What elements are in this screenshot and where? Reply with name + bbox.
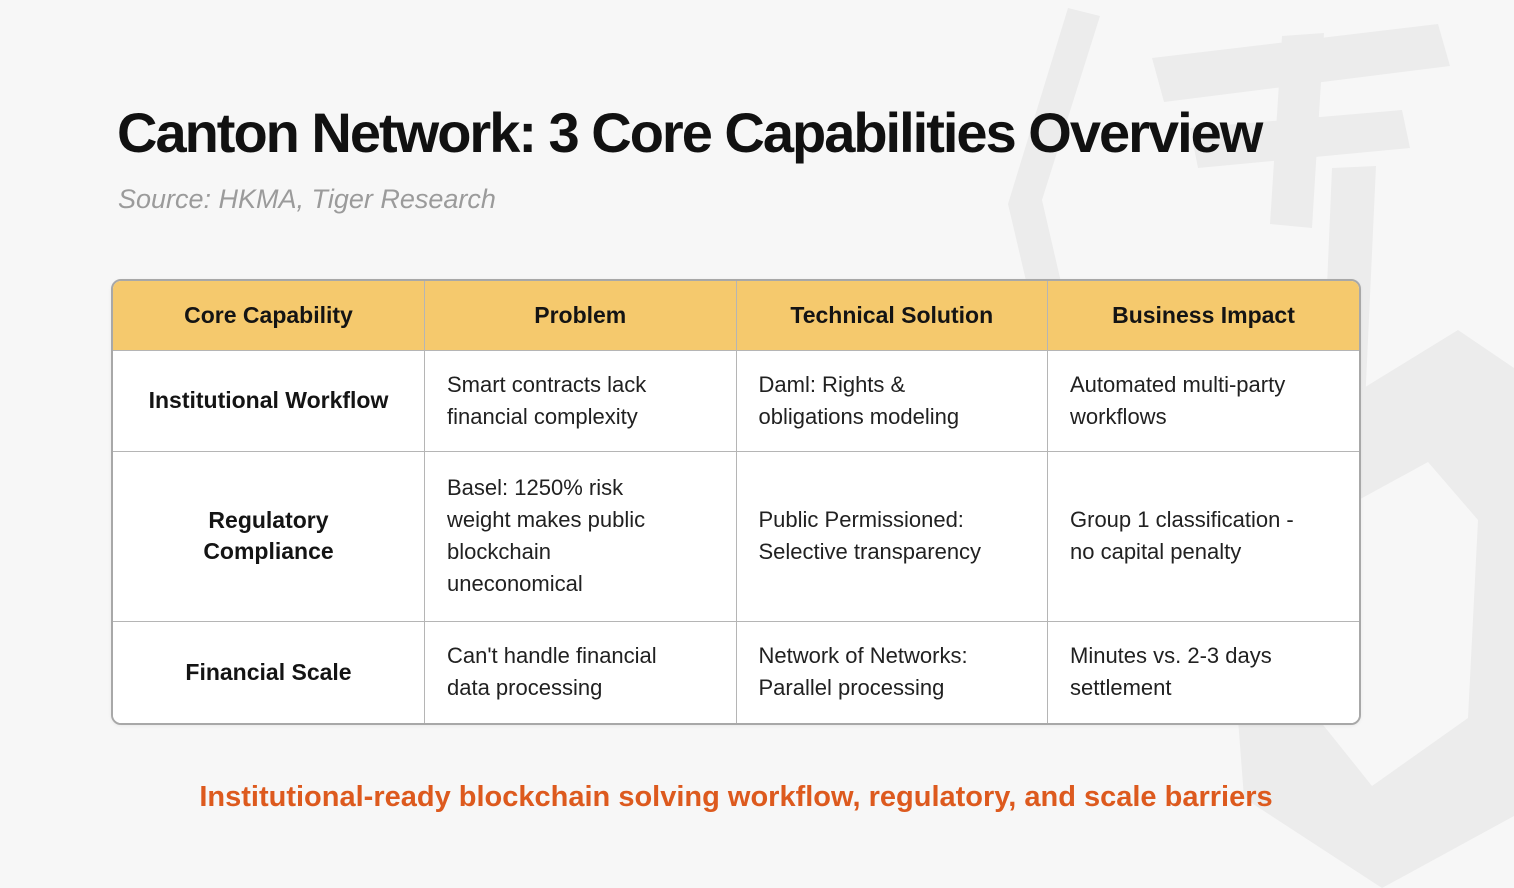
capabilities-table-container: Core Capability Problem Technical Soluti…	[111, 279, 1361, 725]
table-header-row: Core Capability Problem Technical Soluti…	[113, 281, 1359, 351]
capabilities-table: Core Capability Problem Technical Soluti…	[113, 281, 1359, 723]
source-caption: Source: HKMA, Tiger Research	[118, 184, 496, 214]
cell-impact: Minutes vs. 2-3 days settlement	[1047, 620, 1359, 723]
cell-impact: Automated multi-party workflows	[1047, 349, 1359, 453]
header-cell-problem: Problem	[424, 281, 737, 351]
summary-tagline: Institutional-ready blockchain solving w…	[199, 781, 1273, 813]
cell-capability: Financial Scale	[113, 620, 425, 723]
header-cell-technical-solution: Technical Solution	[735, 281, 1048, 351]
header-cell-core-capability: Core Capability	[113, 281, 425, 351]
cell-solution: Public Permissioned: Selective transpare…	[735, 451, 1048, 622]
header-cell-business-impact: Business Impact	[1047, 281, 1359, 351]
cell-solution: Network of Networks: Parallel processing	[735, 620, 1048, 723]
cell-problem: Can't handle financial data processing	[424, 620, 737, 723]
content-area: Canton Network: 3 Core Capabilities Over…	[111, 0, 1361, 888]
cell-problem: Basel: 1250% risk weight makes public bl…	[424, 451, 737, 622]
page-title: Canton Network: 3 Core Capabilities Over…	[117, 101, 1263, 164]
cell-solution: Daml: Rights & obligations modeling	[735, 349, 1048, 453]
table-row: Regulatory Compliance Basel: 1250% risk …	[113, 451, 1359, 622]
table-row: Institutional Workflow Smart contracts l…	[113, 349, 1359, 453]
cell-capability: Regulatory Compliance	[113, 451, 425, 622]
cell-problem: Smart contracts lack financial complexit…	[424, 349, 737, 453]
cell-capability: Institutional Workflow	[113, 349, 425, 453]
cell-impact: Group 1 classification - no capital pena…	[1047, 451, 1359, 622]
table-row: Financial Scale Can't handle financial d…	[113, 620, 1359, 723]
